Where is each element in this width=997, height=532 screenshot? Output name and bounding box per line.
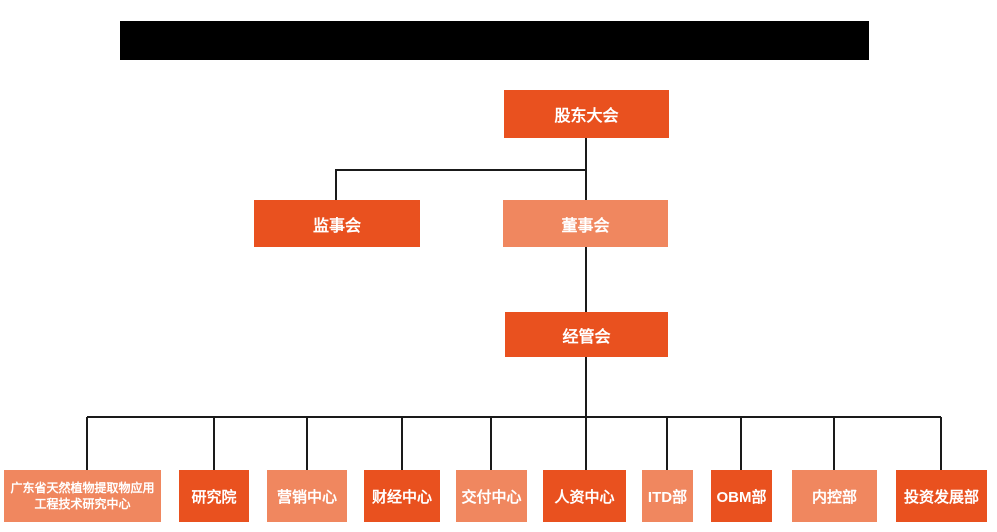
node-label: 内控部: [811, 488, 857, 506]
node-label: OBM部: [716, 488, 767, 506]
redacted-title-bar: [120, 21, 869, 60]
node-dept-hr-center: 人资中心: [543, 470, 626, 522]
node-label: 研究院: [191, 488, 237, 506]
node-dept-finance-center: 财经中心: [364, 470, 440, 522]
node-label: 人资中心: [554, 488, 615, 506]
node-label: 股东大会: [554, 108, 619, 125]
node-dept-itd: ITD部: [642, 470, 693, 522]
node-dept-investment-development: 投资发展部: [896, 470, 987, 522]
node-label: 交付中心: [461, 488, 522, 506]
node-label: 广东省天然植物提取物应用工程技术研究中心: [10, 480, 155, 511]
node-label: 营销中心: [276, 488, 337, 506]
node-dept-delivery-center: 交付中心: [456, 470, 527, 522]
node-dept-research-center: 广东省天然植物提取物应用工程技术研究中心: [4, 470, 161, 522]
node-label: 投资发展部: [903, 488, 979, 506]
node-dept-obm: OBM部: [711, 470, 772, 522]
node-dept-research-institute: 研究院: [179, 470, 249, 522]
node-board-of-directors: 董事会: [503, 200, 668, 247]
node-label: 经管会: [562, 328, 611, 346]
node-label: ITD部: [647, 488, 688, 506]
node-dept-internal-control: 内控部: [792, 470, 877, 522]
node-supervisory-board: 监事会: [254, 200, 420, 247]
node-label: 董事会: [561, 217, 610, 235]
node-dept-marketing-center: 营销中心: [267, 470, 347, 522]
node-label: 监事会: [312, 217, 361, 235]
node-shareholders-meeting: 股东大会: [504, 90, 669, 138]
node-label: 财经中心: [371, 488, 432, 506]
node-management-committee: 经管会: [505, 312, 668, 357]
